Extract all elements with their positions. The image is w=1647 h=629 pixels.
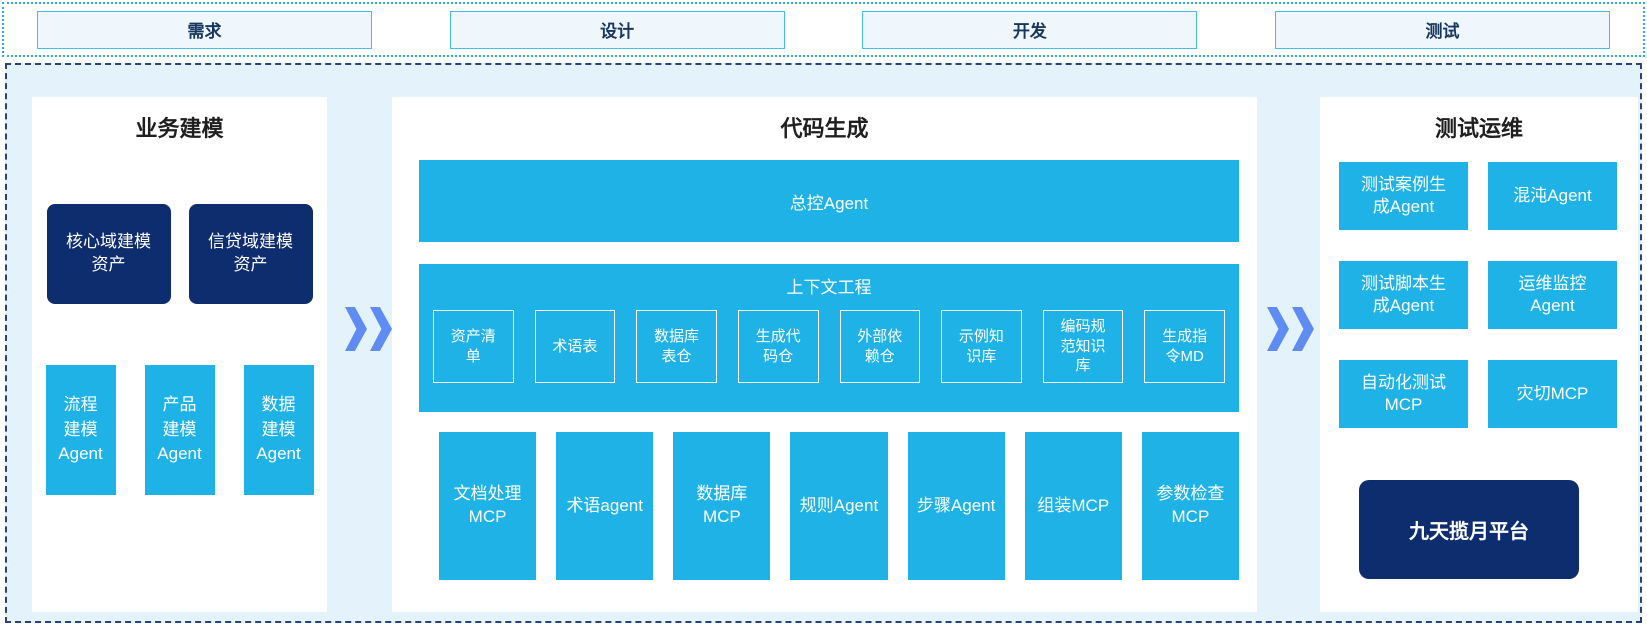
test-ops-grid: 测试案例生 成Agent 混沌Agent 测试脚本生 成Agent 运维监控 A… [1339, 162, 1617, 428]
terminology-agent-box: 术语agent [556, 432, 654, 580]
context-engineering-items: 资产清 单 术语表 数据库 表仓 生成代 码仓 外部依 赖仓 示例知 识库 编码… [433, 310, 1225, 383]
context-item-glossary: 术语表 [534, 310, 616, 383]
phase-development: 开发 [862, 10, 1198, 49]
business-modeling-title: 业务建模 [135, 116, 224, 141]
main-container: 业务建模 核心域建模 资产 信贷域建模 资产 流程 建模 Agent 产品 建模… [5, 63, 1642, 623]
step-agent-box: 步骤Agent [907, 432, 1005, 580]
double-chevron-right-icon [1267, 307, 1315, 351]
context-item-generate-instruction-md: 生成指 令MD [1144, 310, 1225, 383]
code-generation-tools-row: 文档处理 MCP 术语agent 数据库 MCP 规则Agent 步骤Agent… [439, 432, 1239, 580]
database-mcp-box: 数据库 MCP [673, 432, 771, 580]
context-item-coding-standard-kb: 编码规 范知识 库 [1042, 310, 1124, 383]
assembly-mcp-box: 组装MCP [1024, 432, 1122, 580]
phase-requirements: 需求 [37, 10, 372, 49]
test-ops-panel: 测试运维 测试案例生 成Agent 混沌Agent 测试脚本生 成Agent 运… [1320, 97, 1638, 612]
master-control-agent-bar: 总控Agent [419, 160, 1239, 242]
business-modeling-panel: 业务建模 核心域建模 资产 信贷域建模 资产 流程 建模 Agent 产品 建模… [32, 97, 327, 612]
test-case-gen-agent-box: 测试案例生 成Agent [1339, 162, 1468, 230]
doc-processing-mcp-box: 文档处理 MCP [439, 432, 537, 580]
context-item-asset-list: 资产清 单 [433, 310, 514, 383]
param-check-mcp-box: 参数检查 MCP [1141, 432, 1239, 580]
phase-testing: 测试 [1274, 10, 1610, 49]
agent-box-process-modeling: 流程 建模 Agent [45, 365, 116, 495]
test-script-gen-agent-box: 测试脚本生 成Agent [1339, 261, 1468, 329]
context-engineering-title: 上下文工程 [786, 278, 872, 297]
double-chevron-right-icon [345, 307, 393, 351]
asset-box-core-domain: 核心域建模 资产 [46, 204, 171, 304]
agent-box-data-modeling: 数据 建模 Agent [243, 365, 314, 495]
context-item-external-deps-repo: 外部依 赖仓 [839, 310, 921, 383]
phase-design: 设计 [449, 10, 785, 49]
context-item-example-kb: 示例知 识库 [941, 310, 1022, 383]
context-engineering-box: 上下文工程 资产清 单 术语表 数据库 表仓 生成代 码仓 外部依 赖仓 示例知… [419, 264, 1239, 412]
modeling-agents-row: 流程 建模 Agent 产品 建模 Agent 数据 建模 Agent [32, 365, 327, 495]
rule-agent-box: 规则Agent [790, 432, 888, 580]
chaos-agent-box: 混沌Agent [1488, 162, 1617, 230]
asset-box-credit-domain: 信贷域建模 资产 [188, 204, 313, 304]
code-generation-title: 代码生成 [780, 116, 869, 141]
code-generation-panel: 代码生成 总控Agent 上下文工程 资产清 单 术语表 数据库 表仓 生成代 … [392, 97, 1257, 612]
disaster-switch-mcp-box: 灾切MCP [1488, 360, 1617, 428]
test-ops-title: 测试运维 [1434, 116, 1523, 141]
context-item-db-table-repo: 数据库 表仓 [636, 310, 717, 383]
chevron-right-icon [1267, 307, 1289, 351]
chevron-right-icon [1292, 307, 1314, 351]
agent-box-product-modeling: 产品 建模 Agent [144, 365, 215, 495]
context-item-generated-code-repo: 生成代 码仓 [737, 310, 819, 383]
automated-test-mcp-box: 自动化测试 MCP [1339, 360, 1468, 428]
chevron-right-icon [370, 307, 392, 351]
phase-strip: 需求 设计 开发 测试 [2, 2, 1645, 57]
modeling-assets-row: 核心域建模 资产 信贷域建模 资产 [32, 204, 327, 304]
ops-monitoring-agent-box: 运维监控 Agent [1488, 261, 1617, 329]
chevron-right-icon [345, 307, 367, 351]
jiutian-lanyue-platform-box: 九天揽月平台 [1359, 480, 1579, 579]
